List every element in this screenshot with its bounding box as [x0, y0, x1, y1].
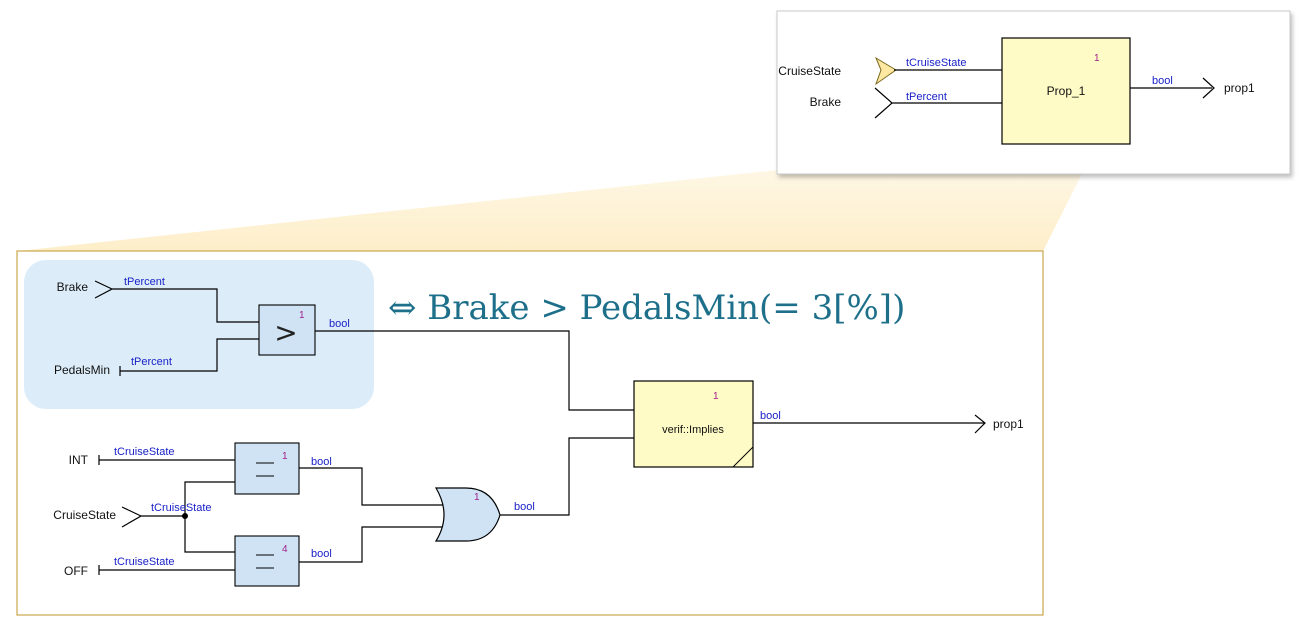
or-output-type: bool: [514, 501, 535, 513]
prop-block-label: Prop_1: [1047, 84, 1086, 98]
top-node-panel: CruiseState tCruiseState Brake tPercent …: [776, 10, 1291, 175]
detail-input-cruisestate-type: tCruiseState: [151, 502, 212, 514]
implies-block[interactable]: [633, 380, 754, 468]
detail-const-off-label: OFF: [64, 564, 88, 578]
top-input-cruisestate-type: tCruiseState: [906, 57, 967, 69]
top-input-cruisestate-flag[interactable]: [874, 56, 897, 86]
top-output-label: prop1: [1224, 81, 1255, 95]
greater-than-number: 1: [299, 310, 305, 321]
equals-int-number: 1: [282, 451, 288, 462]
detail-frame: Brake tPercent PedalsMin tPercent > 1 bo…: [16, 250, 1044, 616]
equals-off-output-type: bool: [311, 548, 332, 560]
greater-than-symbol: >: [274, 316, 297, 349]
detail-const-int-label: INT: [69, 453, 89, 467]
implies-label: verif::Implies: [662, 424, 724, 436]
greater-output-type: bool: [329, 318, 350, 330]
detail-output-label: prop1: [993, 417, 1024, 431]
junction-dot: [182, 513, 188, 519]
equals-int-output-type: bool: [311, 456, 332, 468]
top-input-brake-type: tPercent: [906, 91, 947, 103]
detail-const-off-type: tCruiseState: [114, 556, 175, 568]
greater-than-operator[interactable]: [258, 304, 316, 356]
detail-input-cruisestate-label: CruiseState: [53, 508, 116, 522]
equals-off-number: 4: [282, 544, 288, 555]
formula-annotation: ⇔ Brake > PedalsMin(= 3[%]): [388, 288, 905, 328]
detail-const-int-type: tCruiseState: [114, 446, 175, 458]
top-output-chevron[interactable]: [1202, 77, 1215, 99]
or-gate-number: 1: [474, 492, 480, 503]
equals-operator-int[interactable]: [234, 442, 300, 495]
highlight-region: [24, 260, 374, 409]
top-input-cruisestate-label: CruiseState: [778, 64, 841, 78]
implies-output-type: bool: [760, 410, 781, 422]
detail-input-brake-label: Brake: [57, 280, 89, 294]
equals-operator-off[interactable]: [234, 535, 300, 587]
detail-input-pedalsmin-label: PedalsMin: [54, 363, 110, 377]
detail-input-pedalsmin-type: tPercent: [131, 356, 172, 368]
prop-block-number: 1: [1094, 53, 1100, 64]
detail-output-chevron[interactable]: [974, 414, 986, 434]
top-output-type: bool: [1152, 75, 1173, 87]
prop-block[interactable]: [1001, 37, 1131, 145]
top-input-brake-label: Brake: [810, 95, 842, 109]
implies-number: 1: [713, 391, 719, 402]
or-gate[interactable]: [434, 487, 501, 542]
detail-input-brake-type: tPercent: [124, 276, 165, 288]
